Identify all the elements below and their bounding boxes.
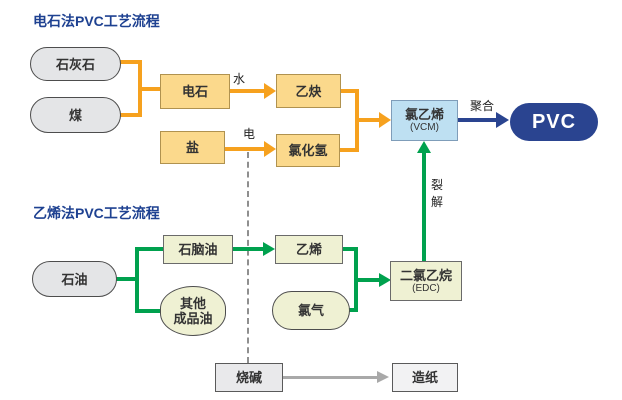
polymerization-edge-label: 聚合	[469, 99, 494, 113]
chlorine-connector-stub	[348, 308, 358, 312]
merge-to-edc-line	[354, 278, 379, 282]
coal-connector-stub	[119, 113, 142, 117]
caustic-to-paper-arrowhead-icon	[377, 371, 389, 383]
petroleum-split-line	[135, 247, 139, 313]
hcl-connector-stub	[340, 148, 359, 152]
node-vcm: 氯乙烯 (VCM)	[391, 100, 458, 141]
vcm-to-pvc-line	[458, 118, 496, 122]
node-papermaking: 造纸	[392, 363, 458, 392]
merge-to-vcm-arrowhead-icon	[379, 112, 391, 128]
vcm-to-pvc-arrowhead-icon	[496, 112, 509, 128]
edc-to-vcm-line	[422, 152, 426, 261]
node-acetylene: 乙炔	[276, 74, 341, 108]
water-edge-label: 水	[232, 72, 245, 86]
node-limestone: 石灰石	[30, 47, 121, 81]
node-salt: 盐	[160, 131, 225, 164]
node-hydrogen-chloride: 氯化氢	[276, 134, 340, 167]
naphtha-to-ethylene-line	[233, 247, 263, 251]
naphtha-to-ethylene-arrowhead-icon	[263, 242, 275, 256]
node-ethylene: 乙烯	[275, 235, 343, 264]
merge-to-vcm-line	[355, 118, 379, 122]
merge-to-carbide-line	[138, 87, 160, 91]
node-carbide: 电石	[160, 74, 230, 109]
salt-to-hcl-arrowhead-icon	[264, 141, 276, 157]
salt-to-caustic-dashed-line	[247, 152, 249, 363]
other-oil-line2-label: 成品油	[173, 311, 213, 326]
merge-to-edc-arrowhead-icon	[379, 273, 391, 287]
vcm-abbr-label: (VCM)	[410, 122, 439, 133]
node-other-refined-oil: 其他 成品油	[160, 286, 226, 336]
salt-to-hcl-line	[225, 147, 264, 151]
carbide-to-acetylene-line	[230, 89, 264, 93]
caustic-to-paper-line	[283, 376, 378, 379]
vcm-name-label: 氯乙烯	[404, 107, 444, 122]
edc-name-label: 二氯乙烷	[399, 267, 452, 283]
ethylene-process-title: 乙烯法PVC工艺流程	[33, 205, 160, 221]
node-pvc: PVC	[510, 103, 598, 141]
split-to-other-oil-line	[135, 309, 161, 313]
carbide-process-title: 电石法PVC工艺流程	[33, 13, 160, 29]
node-chlorine: 氯气	[272, 291, 350, 330]
node-caustic-soda: 烧碱	[215, 363, 283, 392]
electricity-edge-label: 电	[242, 127, 255, 141]
ethylene-connector-stub	[343, 247, 358, 251]
node-coal: 煤	[30, 97, 121, 133]
petroleum-connector-stub	[116, 277, 137, 281]
carbide-to-acetylene-arrowhead-icon	[264, 83, 276, 99]
edc-to-vcm-arrowhead-icon	[417, 141, 431, 153]
node-edc: 二氯乙烷 (EDC)	[390, 261, 462, 301]
node-naphtha: 石脑油	[163, 235, 233, 264]
edc-abbr-label: (EDC)	[412, 282, 440, 294]
split-to-naphtha-line	[135, 247, 163, 251]
other-oil-line1-label: 其他	[179, 296, 206, 311]
limestone-connector-stub	[119, 60, 142, 64]
acetylene-connector-stub	[341, 89, 359, 93]
cracking-edge-label: 裂解	[430, 178, 443, 209]
node-petroleum: 石油	[32, 261, 117, 297]
